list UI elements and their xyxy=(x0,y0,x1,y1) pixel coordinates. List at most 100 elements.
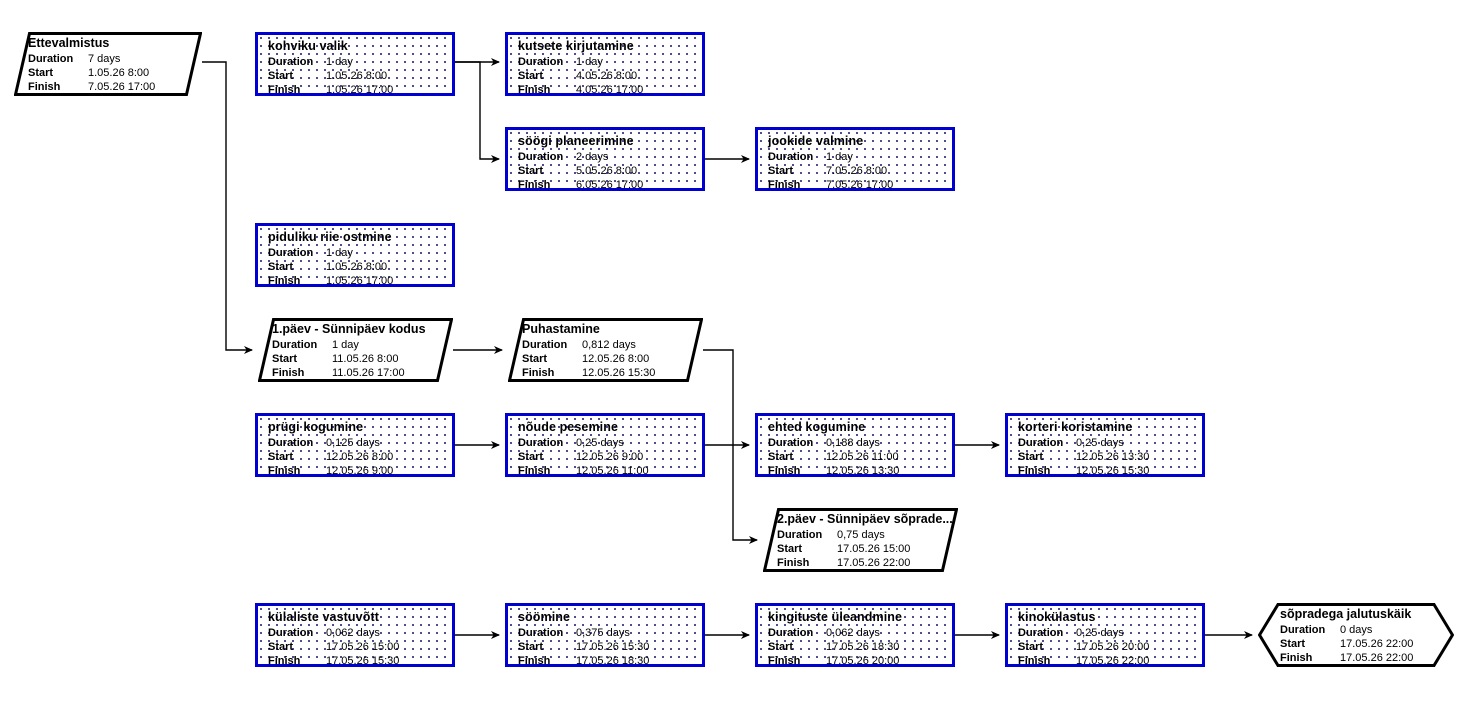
start-value: 17.05.26 15:00 xyxy=(326,641,400,653)
duration-label: Duration xyxy=(268,627,314,639)
start-value: 11.05.26 8:00 xyxy=(332,353,399,365)
start-value: 1.05.26 8:00 xyxy=(326,261,388,273)
node-title: söögi planeerimine xyxy=(518,134,634,148)
finish-label: Finish xyxy=(518,84,551,96)
finish-value: 12.05.26 13:30 xyxy=(826,465,900,477)
finish-label: Finish xyxy=(518,655,551,667)
duration-value: 0,062 days xyxy=(326,627,380,639)
start-value: 1.05.26 8:00 xyxy=(326,70,388,82)
duration-value: 0,375 days xyxy=(576,627,630,639)
duration-value: 0,75 days xyxy=(837,529,885,541)
start-label: Start xyxy=(768,641,794,653)
start-value: 17.05.26 22:00 xyxy=(1340,638,1414,650)
node-title: söömine xyxy=(518,610,571,624)
finish-value: 1.05.26 17:00 xyxy=(326,275,394,287)
duration-label: Duration xyxy=(518,437,564,449)
node-title: kingituste üleandmine xyxy=(768,610,903,624)
finish-label: Finish xyxy=(518,179,551,191)
node-duration-row: Duration 0,25 days xyxy=(518,436,696,450)
node-duration-row: Duration 0,062 days xyxy=(268,626,446,640)
node-title: 2.päev - Sünnipäev sõprade... xyxy=(777,512,953,526)
start-value: 12.05.26 13:30 xyxy=(1076,451,1150,463)
finish-value: 17.05.26 22:00 xyxy=(1340,652,1414,664)
node-finish-row: Finish 4.05.26 17:00 xyxy=(518,83,696,97)
finish-label: Finish xyxy=(268,465,301,477)
start-label: Start xyxy=(28,67,54,79)
duration-label: Duration xyxy=(768,627,814,639)
start-value: 12.05.26 8:00 xyxy=(326,451,394,463)
node-duration-row: Duration 0,125 days xyxy=(268,436,446,450)
duration-value: 1 day xyxy=(576,56,603,68)
duration-value: 0,188 days xyxy=(826,437,880,449)
node-title: Ettevalmistus xyxy=(28,36,110,50)
finish-label: Finish xyxy=(1018,465,1051,477)
finish-label: Finish xyxy=(768,655,801,667)
finish-value: 12.05.26 11:00 xyxy=(576,465,649,477)
node-duration-row: Duration 1 day xyxy=(268,246,446,260)
finish-label: Finish xyxy=(1018,655,1051,667)
duration-label: Duration xyxy=(268,247,314,259)
duration-value: 0,062 days xyxy=(826,627,880,639)
start-label: Start xyxy=(518,641,544,653)
start-label: Start xyxy=(522,353,548,365)
duration-value: 0,25 days xyxy=(576,437,624,449)
duration-value: 1 day xyxy=(332,339,359,351)
node-title: piduliku riie ostmine xyxy=(268,230,392,244)
finish-value: 7.05.26 17:00 xyxy=(88,81,156,93)
start-label: Start xyxy=(768,165,794,177)
duration-label: Duration xyxy=(268,437,314,449)
finish-value: 12.05.26 15:30 xyxy=(1076,465,1150,477)
finish-value: 12.05.26 9:00 xyxy=(326,465,394,477)
finish-value: 4.05.26 17:00 xyxy=(576,84,644,96)
edge-kohviku-valik-to-soogi-planeerimine xyxy=(455,61,500,163)
duration-label: Duration xyxy=(1018,437,1064,449)
duration-label: Duration xyxy=(1018,627,1064,639)
duration-value: 2 days xyxy=(576,151,609,163)
duration-value: 1 day xyxy=(326,247,353,259)
finish-label: Finish xyxy=(28,81,61,93)
start-value: 17.05.26 15:00 xyxy=(837,543,911,555)
duration-value: 0,25 days xyxy=(1076,437,1124,449)
start-value: 17.05.26 18:30 xyxy=(826,641,900,653)
finish-label: Finish xyxy=(268,275,301,287)
duration-value: 0,125 days xyxy=(326,437,380,449)
duration-value: 0 days xyxy=(1340,624,1373,636)
edge-puhastamine-to-paev2 xyxy=(703,349,758,544)
node-shape-summary xyxy=(507,318,704,382)
finish-label: Finish xyxy=(1280,652,1313,664)
duration-label: Duration xyxy=(268,56,314,68)
start-label: Start xyxy=(768,451,794,463)
start-label: Start xyxy=(272,353,298,365)
finish-label: Finish xyxy=(272,367,305,379)
